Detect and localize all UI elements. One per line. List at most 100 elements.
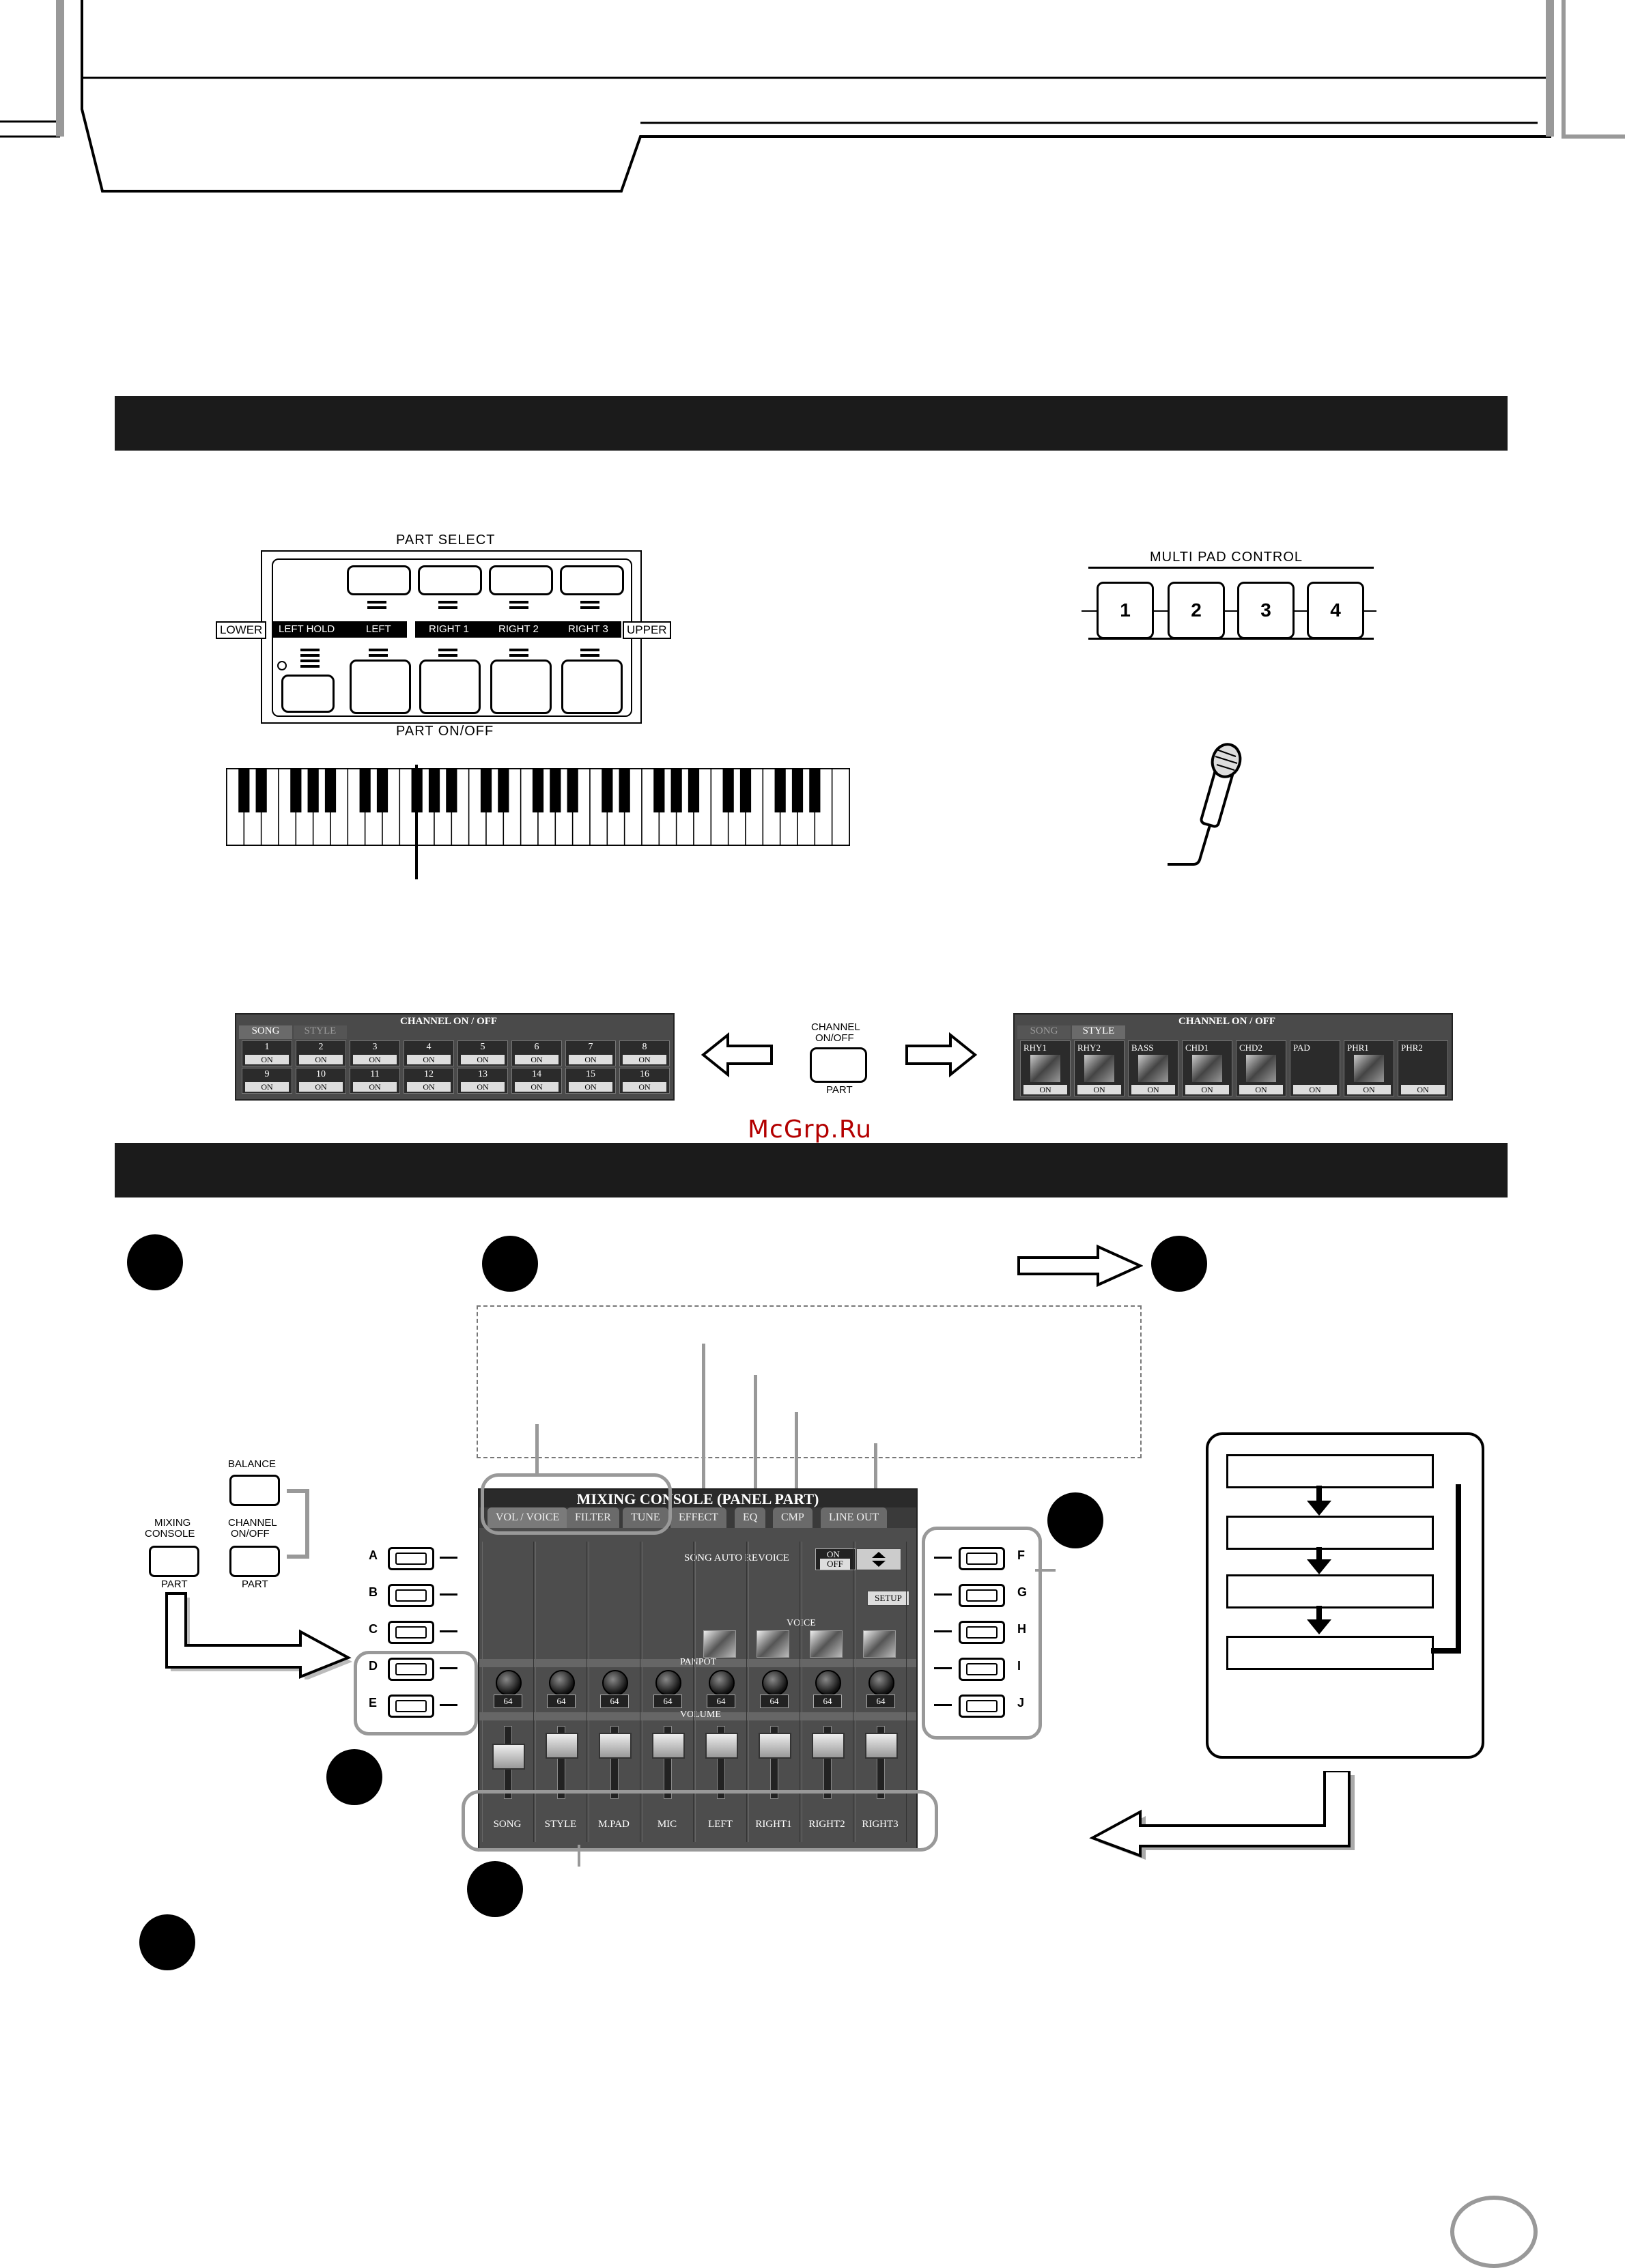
voice-icon[interactable]	[703, 1630, 736, 1658]
channel-song-tab-song[interactable]: SONG	[239, 1025, 292, 1039]
multi-pad-1-button[interactable]: 1	[1097, 582, 1154, 639]
volume-fader-handle[interactable]	[705, 1733, 738, 1759]
part-on-off-right2-button[interactable]	[490, 660, 552, 714]
panpot-knob[interactable]	[655, 1670, 681, 1696]
volume-fader-handle[interactable]	[492, 1744, 525, 1770]
side-button-c[interactable]	[388, 1621, 434, 1644]
tab-eq[interactable]: EQ	[735, 1507, 766, 1528]
panpot-knob[interactable]	[868, 1670, 894, 1696]
part-select-button-3[interactable]	[489, 565, 553, 595]
volume-fader-handle[interactable]	[652, 1733, 685, 1759]
volume-fader-handle[interactable]	[546, 1733, 578, 1759]
channel-song-tab-style[interactable]: STYLE	[294, 1025, 347, 1039]
voice-icon[interactable]	[810, 1630, 843, 1658]
callout-line	[754, 1375, 757, 1512]
style-part-name: RHY1	[1023, 1043, 1047, 1053]
part-select-button-4[interactable]	[560, 565, 624, 595]
panpot-knob[interactable]	[549, 1670, 575, 1696]
right1-label: RIGHT 1	[429, 623, 469, 635]
channel-on-off-button[interactable]	[810, 1047, 867, 1083]
button-indicator	[934, 1667, 952, 1669]
channel-style-tab-style[interactable]: STYLE	[1072, 1025, 1125, 1039]
left-hold-button[interactable]	[281, 675, 335, 713]
part-on-off-right3-button[interactable]	[561, 660, 623, 714]
volume-fader-handle[interactable]	[812, 1733, 845, 1759]
tab-cmp[interactable]: CMP	[773, 1507, 812, 1528]
tab-vol-voice[interactable]: VOL / VOICE	[488, 1507, 568, 1528]
channel-on-label: ON	[623, 1082, 666, 1092]
side-button-f[interactable]	[959, 1547, 1005, 1570]
part-on-off-left-button[interactable]	[350, 660, 411, 714]
tab-filter[interactable]: FILTER	[567, 1507, 619, 1528]
side-button-e[interactable]	[388, 1695, 434, 1718]
side-button-i[interactable]	[959, 1658, 1005, 1681]
side-button-d[interactable]	[388, 1658, 434, 1681]
panpot-knob[interactable]	[815, 1670, 841, 1696]
volume-fader-handle[interactable]	[865, 1733, 898, 1759]
multi-pad-2-button[interactable]: 2	[1168, 582, 1225, 639]
voice-icon[interactable]	[863, 1630, 896, 1658]
multi-pad-3-button[interactable]: 3	[1237, 582, 1295, 639]
voice-icon[interactable]	[757, 1630, 789, 1658]
side-button-a[interactable]	[388, 1547, 434, 1570]
part-on-off-right1-button[interactable]	[419, 660, 481, 714]
side-button-j[interactable]	[959, 1695, 1005, 1718]
black-key	[498, 769, 509, 812]
part-select-button-2[interactable]	[418, 565, 482, 595]
panpot-knob[interactable]	[762, 1670, 788, 1696]
panpot-knob[interactable]	[496, 1670, 522, 1696]
channel-on-label: ON	[623, 1055, 666, 1064]
part-select-button-1[interactable]	[347, 565, 411, 595]
tab-line-out[interactable]: LINE OUT	[821, 1507, 888, 1528]
fj-highlight	[922, 1527, 1042, 1740]
tab-effect[interactable]: EFFECT	[670, 1507, 726, 1528]
side-button-g[interactable]	[959, 1584, 1005, 1607]
volume-fader-handle[interactable]	[759, 1733, 791, 1759]
side-button-h[interactable]	[959, 1621, 1005, 1644]
side-button-b[interactable]	[388, 1584, 434, 1607]
mixer-channel-column	[482, 1542, 534, 1842]
song-auto-revoice-toggle[interactable]: ON OFF	[815, 1548, 856, 1570]
channel-on-off-panel-button[interactable]	[229, 1546, 280, 1577]
revoice-spinner[interactable]	[856, 1548, 901, 1570]
balance-button[interactable]	[229, 1475, 280, 1506]
panpot-knob[interactable]	[602, 1670, 628, 1696]
channel-on-label: ON	[1347, 1085, 1391, 1094]
setup-button[interactable]: SETUP	[867, 1591, 909, 1606]
button-indicator	[440, 1593, 457, 1596]
de-highlight	[354, 1651, 478, 1735]
multi-pad-4-button[interactable]: 4	[1307, 582, 1364, 639]
upper-label: UPPER	[623, 621, 671, 639]
channel-style-tab-song[interactable]: SONG	[1017, 1025, 1071, 1039]
mixing-console-button[interactable]	[149, 1546, 199, 1577]
channel-number: 16	[640, 1069, 649, 1079]
panpot-knob[interactable]	[709, 1670, 735, 1696]
channel-onoff-label-1: CHANNEL	[228, 1517, 277, 1529]
volume-fader-handle[interactable]	[599, 1733, 632, 1759]
page-header-frame	[0, 0, 1625, 193]
